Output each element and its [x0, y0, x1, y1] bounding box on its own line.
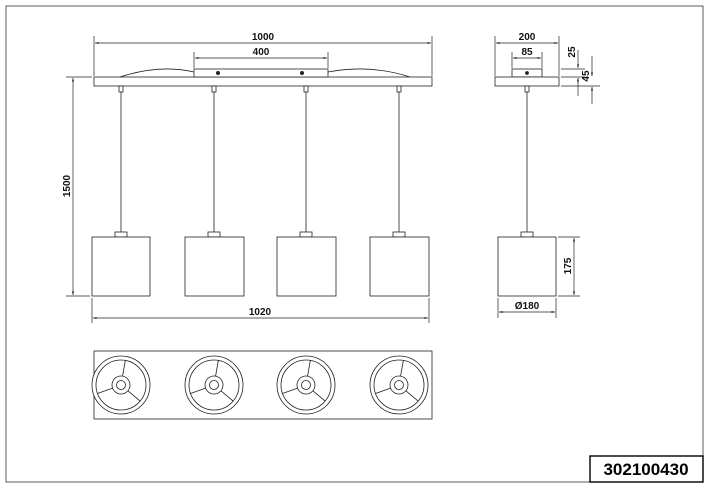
dim-canopy-width: 200 — [519, 32, 536, 43]
mounting-plate — [193, 68, 329, 78]
title-block — [589, 455, 704, 483]
shade-bottom-inner — [373, 359, 425, 411]
front-dimensions — [66, 36, 433, 323]
dim-canopy-mount: 85 — [521, 47, 533, 58]
shade-bottom-spoke — [312, 390, 326, 402]
dim-total-width: 1000 — [252, 32, 275, 43]
drawing-frame — [5, 5, 704, 483]
dim-bracket-spacing: 400 — [253, 47, 270, 58]
shade-bottom-spoke — [220, 390, 234, 402]
shade-bottom-socket — [116, 380, 126, 390]
lamp-shade — [497, 236, 557, 297]
lamp-shade — [276, 236, 337, 297]
shade-bottom-spoke — [282, 387, 298, 394]
lamp-shade — [91, 236, 151, 297]
shade-bottom-spoke — [307, 360, 311, 377]
cord-grip — [396, 85, 402, 93]
canopy-bar — [494, 76, 560, 87]
ceiling-bar — [93, 76, 433, 87]
bottom-view — [91, 350, 433, 420]
shade-bottom-spoke — [127, 390, 141, 402]
side-view — [494, 68, 560, 297]
cord-grip — [524, 85, 530, 93]
dim-shade-diameter: Ø180 — [515, 301, 540, 312]
dim-canopy-height: 45 — [581, 70, 592, 82]
shade-bottom-inner — [95, 359, 147, 411]
side-dimensions — [494, 36, 600, 318]
lamp-holder — [207, 231, 221, 238]
dim-shade-height: 175 — [563, 257, 574, 274]
shade-bottom-spoke — [122, 360, 126, 377]
lamp-shade — [369, 236, 430, 297]
mount-screw — [215, 71, 220, 76]
dim-total-height: 1500 — [62, 174, 73, 197]
shade-bottom-inner — [280, 359, 332, 411]
lamp-shade — [184, 236, 245, 297]
dim-canopy-thickness: 25 — [567, 46, 578, 58]
part-number: 302100430 — [603, 460, 688, 479]
front-view — [91, 68, 433, 297]
cord-grip — [118, 85, 124, 93]
ceiling-wire — [119, 68, 411, 78]
shade-bottom-spoke — [97, 387, 113, 394]
shade-bottom-inner — [188, 359, 240, 411]
shade-bottom-spoke — [405, 390, 419, 402]
shade-bottom-socket — [394, 380, 404, 390]
lamp-holder — [114, 231, 128, 238]
shade-bottom-spoke — [375, 387, 391, 394]
lamp-holder — [392, 231, 406, 238]
cord-grip — [211, 85, 217, 93]
shade-bottom-socket — [209, 380, 219, 390]
shade-bottom-spoke — [190, 387, 206, 394]
dim-shade-span: 1020 — [249, 307, 272, 318]
lamp-holder — [299, 231, 313, 238]
shade-bottom-spoke — [400, 360, 404, 377]
shade-bottom-socket — [301, 380, 311, 390]
shade-bottom-spoke — [215, 360, 219, 377]
mount-screw — [525, 71, 529, 75]
mount-screw — [299, 71, 304, 76]
cord-grip — [303, 85, 309, 93]
lamp-holder — [520, 231, 534, 238]
